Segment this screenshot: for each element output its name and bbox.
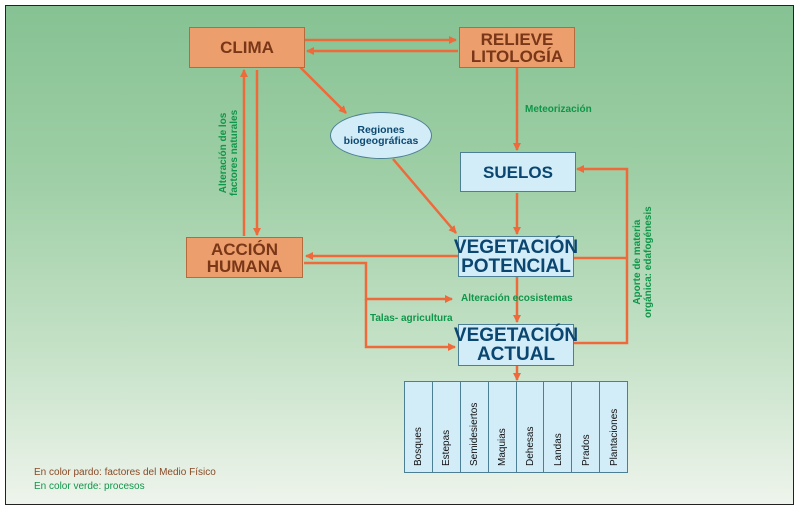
legend-brown: En color pardo: factores del Medio Físic… bbox=[34, 467, 216, 478]
vegetation-type-cell: Plantaciones bbox=[600, 382, 627, 472]
node-accion-label-2: HUMANA bbox=[206, 256, 283, 276]
node-accion-label-1: ACCIÓN bbox=[210, 239, 279, 259]
node-relieve-label-1: RELIEVE bbox=[480, 29, 554, 49]
process-alteracion-factores-2: factores naturales bbox=[229, 109, 240, 196]
node-suelos-label: SUELOS bbox=[483, 162, 553, 182]
vegetation-type-label: Dehesas bbox=[524, 426, 536, 466]
vegetation-type-cell: Landas bbox=[544, 382, 573, 472]
node-vegactual-label-2: ACTUAL bbox=[476, 344, 556, 365]
arrow-accion-to-alteracion bbox=[304, 261, 453, 303]
process-aporte-2: orgánica: edafogénesis bbox=[643, 206, 654, 318]
arrow-aporte-to-suelos bbox=[574, 165, 629, 345]
arrow-clima-to-regiones bbox=[299, 66, 347, 114]
process-alteracion-ecosistemas: Alteración ecosistemas bbox=[461, 293, 573, 304]
node-regiones-label-1: Regiones bbox=[357, 124, 405, 136]
node-regiones-label-2: biogeográficas bbox=[343, 134, 419, 147]
process-alteracion-factores: Alteración de los factores naturales bbox=[218, 110, 240, 196]
vegetation-type-cell: Semidesiertos bbox=[461, 382, 489, 472]
process-alteracion-factores-1: Alteración de los bbox=[218, 112, 229, 194]
arrow-regiones-to-vegpotencial bbox=[392, 158, 457, 234]
node-accion-humana: ACCIÓN HUMANA bbox=[186, 237, 303, 278]
node-vegetacion-potencial: VEGETACIÓN POTENCIAL bbox=[454, 236, 578, 277]
node-suelos: SUELOS bbox=[460, 152, 576, 192]
node-vegetacion-actual: VEGETACIÓN ACTUAL bbox=[454, 324, 578, 366]
node-relieve-litologia: RELIEVE LITOLOGÍA bbox=[459, 27, 575, 68]
node-vegactual-label-1: VEGETACIÓN bbox=[453, 325, 579, 346]
vegetation-type-label: Estepas bbox=[441, 429, 453, 466]
arrow-accion-to-vegactual bbox=[364, 299, 456, 351]
vegetation-type-label: Plantaciones bbox=[608, 408, 620, 466]
vegetation-type-cell: Bosques bbox=[405, 382, 433, 472]
process-meteorizacion: Meteorización bbox=[525, 104, 592, 115]
vegetation-type-cell: Prados bbox=[572, 382, 601, 472]
vegetation-type-label: Maquias bbox=[497, 428, 509, 466]
vegetation-type-label: Landas bbox=[552, 433, 564, 466]
process-talas-agricultura: Talas- agricultura bbox=[370, 313, 453, 324]
node-relieve-label-2: LITOLOGÍA bbox=[470, 46, 564, 66]
vegetation-type-label: Semidesiertos bbox=[469, 402, 481, 466]
node-clima: CLIMA bbox=[189, 27, 305, 68]
vegetation-types-table: Bosques Estepas Semidesiertos Maquias De… bbox=[404, 381, 628, 473]
vegetation-type-cell: Estepas bbox=[433, 382, 461, 472]
node-vegpotencial-label-2: POTENCIAL bbox=[461, 255, 571, 277]
node-regiones-biogeograficas: Regiones biogeográficas bbox=[330, 112, 432, 159]
vegetation-type-cell: Dehesas bbox=[517, 382, 545, 472]
process-aporte-1: Aporte de materia bbox=[632, 219, 643, 305]
process-aporte-materia: Aporte de materia orgánica: edafogénesis bbox=[632, 206, 654, 318]
node-vegpotencial-label-1: VEGETACIÓN bbox=[453, 236, 579, 258]
node-clima-label: CLIMA bbox=[220, 38, 274, 57]
vegetation-type-label: Prados bbox=[580, 434, 592, 466]
vegetation-type-label: Bosques bbox=[413, 427, 425, 466]
legend-green: En color verde: procesos bbox=[34, 481, 145, 492]
vegetation-type-cell: Maquias bbox=[489, 382, 517, 472]
